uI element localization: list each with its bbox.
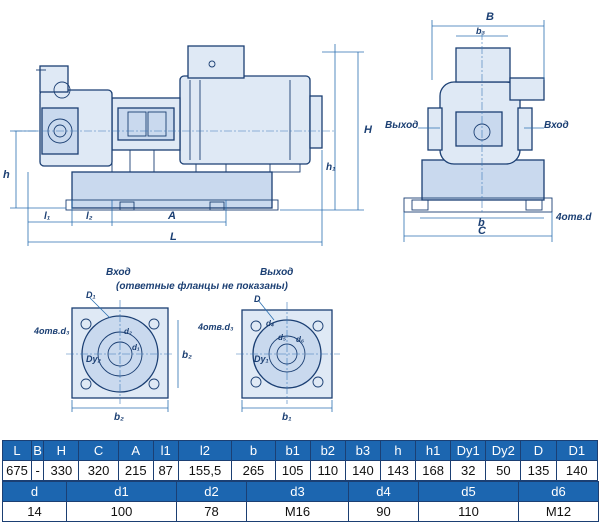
value-cell: 155,5 xyxy=(177,460,233,481)
technical-drawing: H h₁ h l₁ l₂ A L B b₃ Выход Вход xyxy=(3,11,592,423)
header-cell: b3 xyxy=(344,440,381,461)
header-cell: D1 xyxy=(555,440,599,461)
dim-label-h1: h₁ xyxy=(326,162,336,173)
value-cell: 140 xyxy=(344,460,381,481)
dim-label-b2-vert: b₂ xyxy=(182,350,192,361)
front-relief-valve xyxy=(509,77,545,101)
value-cell: 675 xyxy=(2,460,32,481)
value-cell: 105 xyxy=(274,460,311,481)
header-cell: A xyxy=(117,440,154,461)
pump-side-view xyxy=(10,44,364,246)
header-cell: d3 xyxy=(246,481,349,502)
dim-label-L: L xyxy=(170,231,177,243)
value-cell: 90 xyxy=(348,501,419,522)
dim-label-l1: l₁ xyxy=(44,211,51,222)
front-pump-flange xyxy=(455,111,503,147)
dim-label-D1: D₁ xyxy=(86,290,96,300)
dim-label-l2: l₂ xyxy=(86,211,93,222)
dim-label-b1: b₁ xyxy=(282,412,292,423)
header-cell: L xyxy=(2,440,32,461)
header-cell: C xyxy=(78,440,119,461)
header-cell: h1 xyxy=(415,440,452,461)
header-cell: d5 xyxy=(418,481,519,502)
value-cell: 143 xyxy=(379,460,417,481)
header-cell: d xyxy=(2,481,67,502)
value-cell: 320 xyxy=(78,460,119,481)
dim-label-A: A xyxy=(167,210,176,222)
outlet-label-side: Выход xyxy=(385,120,418,131)
value-cell: 14 xyxy=(2,501,67,522)
dim-label-b3: b₃ xyxy=(476,26,485,36)
dim-label-B: B xyxy=(486,11,494,23)
dim-label-b: b xyxy=(478,217,485,229)
value-cell: - xyxy=(30,460,45,481)
header-cell: d2 xyxy=(176,481,247,502)
header-cell: d4 xyxy=(348,481,419,502)
inlet-title: Вход xyxy=(106,267,131,278)
header-cell: H xyxy=(43,440,80,461)
header-cell: l2 xyxy=(177,440,233,461)
holes-label-inlet: 4отв.d₃ xyxy=(33,326,70,336)
header-cell: b2 xyxy=(309,440,346,461)
dim-label-d6: d₆ xyxy=(296,335,304,344)
header-cell: Dy2 xyxy=(485,440,522,461)
dim-label-D: D xyxy=(254,294,261,304)
dim-label-b2: b₂ xyxy=(114,412,124,423)
dim-label-Dy2: Dy₂ xyxy=(86,354,102,364)
flange-note: (ответные фланцы не показаны) xyxy=(116,280,289,292)
value-cell: 140 xyxy=(555,460,599,481)
header-cell: B xyxy=(30,440,45,461)
inlet-label-side: Вход xyxy=(544,120,569,131)
front-terminal-box xyxy=(455,47,511,83)
value-cell: 135 xyxy=(520,460,557,481)
outlet-flange-view xyxy=(236,299,340,412)
dim-label-C: C xyxy=(478,225,487,237)
header-cell: l1 xyxy=(152,440,179,461)
value-cell: 32 xyxy=(450,460,487,481)
pump-base xyxy=(71,171,273,209)
header-cell: D xyxy=(520,440,557,461)
value-cell: 87 xyxy=(152,460,179,481)
value-cell: 50 xyxy=(485,460,522,481)
holes-label-side: 4отв.d xyxy=(555,212,592,223)
header-cell: d6 xyxy=(518,481,599,502)
header-cell: Dy1 xyxy=(450,440,487,461)
terminal-box xyxy=(187,45,245,79)
value-cell: 78 xyxy=(176,501,247,522)
dim-label-d5: d₅ xyxy=(278,333,286,342)
header-cell: d1 xyxy=(66,481,177,502)
outlet-title: Выход xyxy=(260,267,293,278)
motor-end-cap xyxy=(309,95,323,149)
value-cell: M12 xyxy=(518,501,599,522)
header-cell: b xyxy=(231,440,276,461)
dim-label-d2: d₂ xyxy=(124,327,132,336)
header-cell: b1 xyxy=(274,440,311,461)
value-cell: 215 xyxy=(117,460,154,481)
front-base xyxy=(421,159,545,201)
electric-motor xyxy=(179,75,311,165)
dim-label-Dy1: Dy₁ xyxy=(254,354,269,364)
holes-label-outlet: 4отв.d₃ xyxy=(197,322,234,332)
pump-front-view xyxy=(403,20,553,242)
dim-label-h: h xyxy=(3,169,10,181)
dim-label-H: H xyxy=(364,124,373,136)
header-cell: h xyxy=(379,440,417,461)
inlet-flange-view xyxy=(66,297,179,412)
dim-label-d1: d₁ xyxy=(132,343,140,352)
value-cell: 110 xyxy=(309,460,346,481)
value-cell: M16 xyxy=(246,501,349,522)
value-cell: 330 xyxy=(43,460,80,481)
dim-label-d4: d₄ xyxy=(266,319,274,328)
value-cell: 168 xyxy=(415,460,452,481)
value-cell: 265 xyxy=(231,460,276,481)
